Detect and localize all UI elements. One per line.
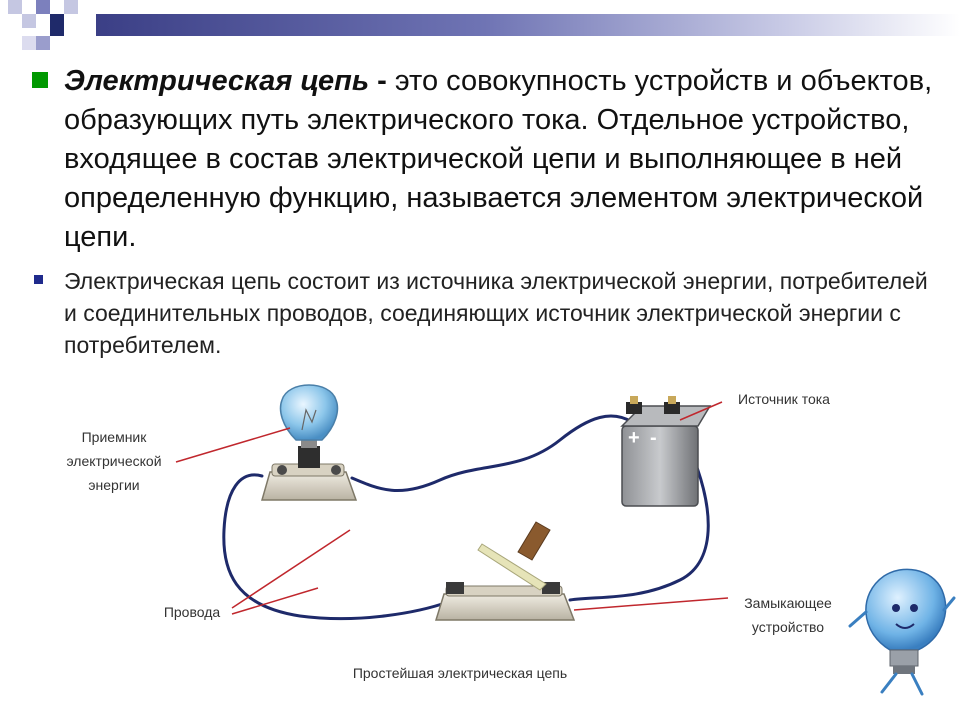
leader-lines — [175, 401, 729, 615]
decor-square — [8, 0, 22, 14]
battery-minus-terminal: - — [650, 427, 657, 449]
wire-lamp-left-to-switch — [222, 473, 450, 621]
decor-square — [22, 36, 36, 50]
circuit-illustration: + - Приемник электрической энергии Источ… — [66, 384, 956, 696]
decor-square — [36, 0, 50, 14]
leader-receiver — [175, 427, 291, 463]
definition-dash: - — [377, 65, 387, 97]
label-source: Источник тока — [738, 391, 830, 407]
slide-text: Электрическая цепь - это совокупность ус… — [32, 62, 942, 361]
lamp-holder — [261, 440, 358, 501]
label-receiver-line1: Приемник — [82, 429, 148, 445]
battery-plus-terminal: + — [628, 427, 640, 449]
figure-caption: Простейшая электрическая цепь — [353, 665, 567, 681]
battery: + - — [620, 396, 712, 507]
decor-square — [22, 14, 36, 28]
blue-square-bullet-icon — [34, 275, 43, 284]
leader-wires-1 — [231, 529, 351, 609]
wire-lamp-right-to-battery — [350, 414, 634, 493]
definition-paragraph: Электрическая цепь - это совокупность ус… — [64, 62, 942, 257]
label-receiver-line2: электрической — [66, 453, 161, 469]
wire-battery-to-switch — [568, 448, 710, 602]
leader-source — [679, 401, 723, 421]
definition-text: это совокупность устройств и объектов, о… — [64, 65, 933, 253]
knife-switch — [434, 521, 576, 621]
label-switch-line1: Замыкающее — [744, 595, 832, 611]
decorative-header-bar — [0, 0, 960, 52]
composition-paragraph: Электрическая цепь состоит из источника … — [64, 268, 928, 358]
decor-square — [64, 0, 78, 14]
label-switch-line2: устройство — [752, 619, 824, 635]
light-bulb — [279, 384, 339, 441]
green-square-bullet-icon — [32, 72, 48, 88]
title-stripe — [96, 14, 960, 36]
label-wires: Провода — [164, 604, 221, 620]
definition-term: Электрическая цепь — [64, 65, 370, 97]
label-receiver-line3: энергии — [88, 477, 139, 493]
decor-square — [36, 36, 50, 50]
composition-bullet: Электрическая цепь состоит из источника … — [32, 265, 942, 361]
leader-wires-2 — [231, 587, 319, 615]
definition-bullet: Электрическая цепь - это совокупность ус… — [32, 62, 942, 257]
cartoon-bulb-mascot — [848, 568, 956, 696]
wires — [222, 414, 710, 621]
decor-square — [50, 14, 64, 36]
circuit-figure: + - Приемник электрической энергии Источ… — [0, 380, 960, 720]
leader-switch — [573, 597, 729, 611]
